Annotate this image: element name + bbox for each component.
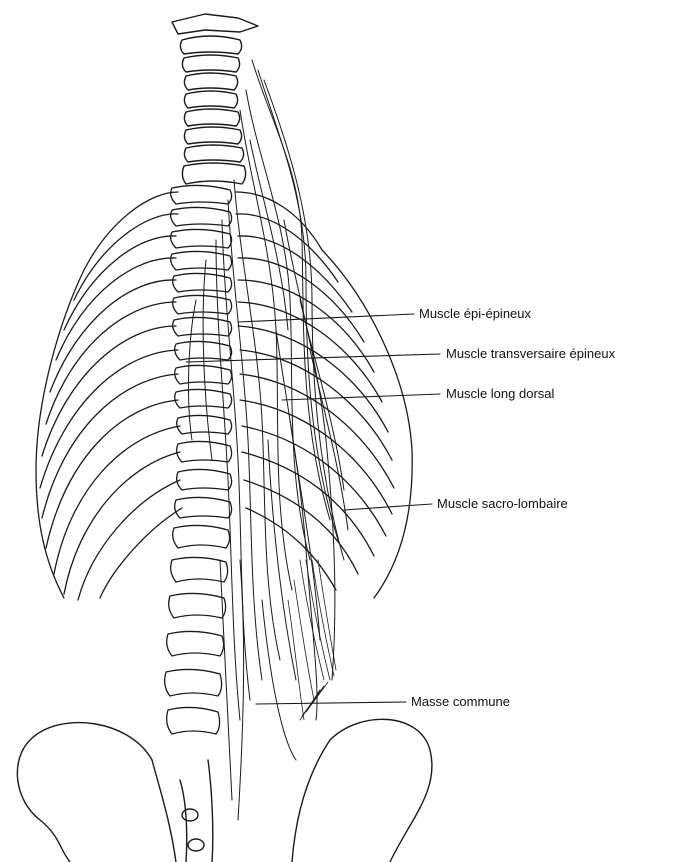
label-long-dorsal: Muscle long dorsal xyxy=(446,386,554,402)
leader-epi-epineux xyxy=(238,314,414,322)
label-epi-epineux: Muscle épi-épineux xyxy=(419,306,531,322)
left-ribs xyxy=(36,192,182,600)
cervical-spine xyxy=(172,14,258,184)
label-transversaire-epineux: Muscle transversaire épineux xyxy=(446,346,615,362)
thoracic-lumbar-spine xyxy=(165,185,232,734)
label-masse-commune: Masse commune xyxy=(411,694,510,710)
muscle-shading xyxy=(288,560,336,720)
leader-sacro-lombaire xyxy=(344,504,432,510)
muscle-fibres xyxy=(189,60,348,820)
leader-masse-commune xyxy=(256,702,406,704)
label-sacro-lombaire: Muscle sacro-lombaire xyxy=(437,496,568,512)
pelvis xyxy=(17,719,432,862)
